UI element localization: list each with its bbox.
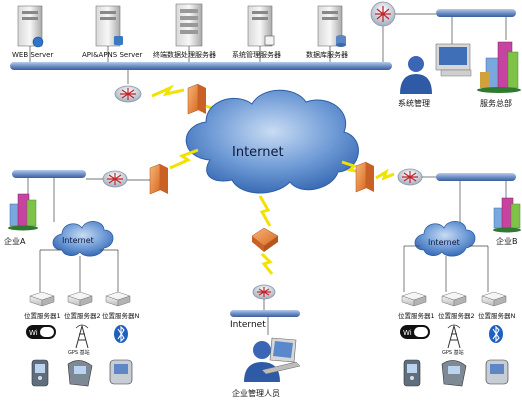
right-firewall-icon [355,161,374,193]
left-locator-n-icon [105,291,131,307]
right-internet-cloud-icon [414,221,476,257]
left-wifi-text: Wi Fi [29,329,45,337]
right-locator-2-label: 位置服务器2 [438,311,475,320]
right-gps-tower-icon [447,324,461,349]
left-locator-n-label: 位置服务器N [102,311,140,320]
top-backbone-bar [10,62,392,70]
internet-cloud-icon [185,89,359,194]
web-server-label: WEB Server [12,51,53,59]
left-terminal-1-icon [31,359,49,387]
enterprise-a-building-icon [8,193,38,231]
left-gps-label: GPS 基站 [68,349,90,356]
bottom-router-icon [252,284,276,300]
right-bluetooth-icon [489,325,503,343]
enterprise-b-label: 企业B [496,236,518,246]
enterprise-a-label: 企业A [4,236,26,246]
terminal-data-server-icon [175,3,203,62]
top-firewall-icon [187,83,206,115]
enterprise-b-building-icon [493,197,521,233]
lightning-link-icon [151,84,185,98]
admin-workstation-icon [400,43,472,94]
manager-label: 企业管理人员 [232,388,280,398]
left-terminal-n-icon [109,359,133,385]
right-terminal-n-icon [485,359,509,385]
api-server-icon [95,5,123,62]
hq-router-icon [370,1,396,62]
lightning-link-icon [375,168,395,181]
right-locator-n-label: 位置服务器N [478,311,516,320]
right-gps-label: GPS 基站 [442,349,464,356]
headquarters-building-icon [477,41,521,93]
hq-backbone-bar [436,9,516,17]
manager-internet-label: Internet [230,320,266,330]
left-internet-cloud-icon [52,221,114,257]
database-server-label: 数据库服务器 [306,50,348,59]
web-server-icon [17,5,44,62]
admin-label: 系统管理 [398,98,430,108]
enterprise-a-bar [12,170,86,178]
system-management-server-label: 系统管理服务器 [232,50,281,59]
right-terminal-2-icon [441,360,467,387]
right-internet-label: Internet [428,238,460,247]
bottom-firewall-icon [251,227,279,252]
lightning-link-icon [258,195,272,227]
manager-internet-bar [230,310,300,317]
system-management-server-icon [247,5,275,62]
left-wifi-icon: Wi Fi [26,325,56,339]
right-terminal-1-icon [403,359,421,387]
top-router-icon [114,70,142,103]
left-locator-2-label: 位置服务器2 [64,311,101,320]
headquarters-label: 服务总部 [480,98,512,108]
enterprise-b-bar [436,173,516,181]
terminal-data-server-label: 终端数据处理服务器 [153,50,216,59]
left-locator-1-icon [29,291,55,307]
right-locator-1-label: 位置服务器1 [398,311,435,320]
left-locator-1-label: 位置服务器1 [24,311,61,320]
database-server-icon [317,5,346,62]
right-locator-n-icon [481,291,507,307]
right-locator-2-icon [441,291,467,307]
right-router-icon [397,168,423,186]
left-locator-2-icon [67,291,93,307]
left-bluetooth-icon [114,325,128,343]
right-wifi-text: Wi Fi [403,329,419,337]
right-locator-1-icon [401,291,427,307]
internet-cloud-label: Internet [232,145,284,160]
left-terminal-2-icon [67,360,93,387]
left-firewall-icon [149,163,168,195]
api-server-label: API&APNS Server [82,51,143,59]
left-gps-tower-icon [75,324,89,349]
enterprise-manager-icon [244,337,301,382]
left-router-icon [102,170,128,188]
left-internet-label: Internet [62,236,94,245]
lightning-link-icon [260,252,274,275]
lightning-link-icon [169,148,199,170]
right-wifi-icon: Wi Fi [400,325,430,339]
